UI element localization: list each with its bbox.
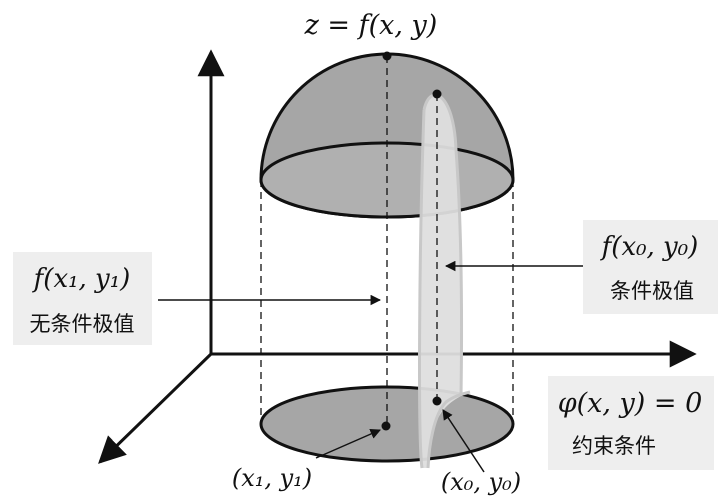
curtain-edge-left [418, 109, 426, 469]
constrained-value-label: f(x₀, y₀) [600, 232, 699, 262]
constraint-curve [426, 390, 471, 469]
point-0-label: (x₀, y₀) [441, 468, 521, 496]
arrow-point-0 [442, 409, 485, 473]
constraint-caption: 约束条件 [572, 434, 656, 458]
arrow-point-1 [315, 428, 381, 459]
point-1-bottom [381, 421, 391, 431]
point-1-label: (x₁, y₁) [232, 464, 312, 492]
curtain-edge-top [422, 93, 458, 151]
curtain-edge-right [454, 149, 463, 397]
constraint-label-box [548, 376, 714, 470]
surface-label: z = f(x, y) [304, 10, 438, 41]
max-point-top [382, 51, 392, 61]
constrained-label-box [583, 220, 718, 314]
constrained-caption: 条件极值 [610, 279, 694, 303]
x-axis [98, 352, 213, 464]
unconstrained-caption: 无条件极值 [30, 312, 135, 336]
constrained-max-point-top [432, 89, 442, 99]
point-0-bottom [432, 396, 442, 406]
constraint-curtain [419, 94, 462, 468]
unconstrained-label-box [13, 252, 152, 345]
constraint-equation: φ(x, y) = 0 [558, 388, 703, 419]
unconstrained-value-label: f(x₁, y₁) [32, 264, 131, 294]
